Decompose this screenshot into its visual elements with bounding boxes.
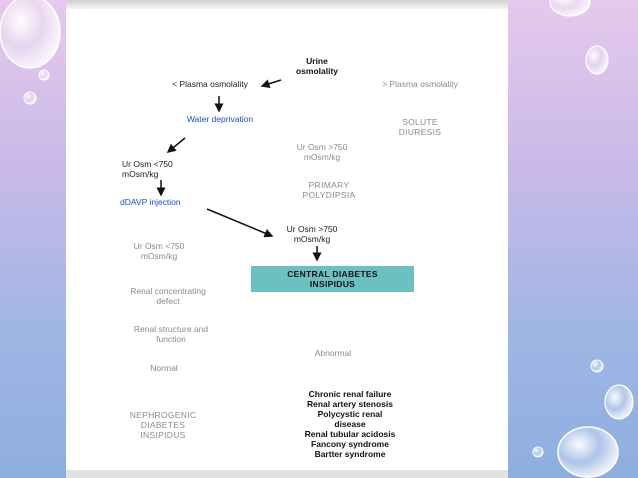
ur-osm-gt-750-a: Ur Osm >750 mOsm/kg [296, 142, 348, 162]
slide-top-bar [66, 0, 508, 9]
solute-diuresis-label: SOLUTE DIURESIS [398, 117, 442, 137]
slide-bottom-bar [66, 470, 508, 478]
ur-osm-lt-750-a: Ur Osm <750 mOsm/kg [122, 159, 173, 179]
arrow-to-less-than [260, 79, 282, 89]
renal-structure-function-label: Renal structure and function [133, 324, 209, 344]
ur-osm-gt-750-b: Ur Osm >750 mOsm/kg [286, 224, 338, 244]
water-deprivation-label: Water deprivation [186, 114, 254, 124]
bubble-right-bottom-icon [532, 359, 634, 478]
primary-polydipsia-label: PRIMARY POLYDIPSIA [302, 180, 356, 200]
central-di-box [251, 266, 414, 292]
ur-osm-lt-750-b: Ur Osm <750 mOsm/kg [133, 241, 185, 261]
less-than-plasma-label: < Plasma osmolality [172, 79, 248, 89]
central-di-label: CENTRAL DIABETES INSIPIDUS [287, 269, 378, 289]
urine-osmolality-label: Urine osmolality [295, 56, 339, 76]
arrow-to-ur-osm-gt-b [206, 208, 274, 238]
slide-canvas [66, 0, 508, 478]
bubble-right-top-icon [549, 0, 609, 75]
arrow-to-ur-osm-lt-a [166, 137, 186, 153]
renal-concentrating-defect-label: Renal concentrating defect [130, 286, 206, 306]
nephrogenic-di-label: NEPHROGENIC DIABETES INSIPIDUS [129, 410, 197, 440]
ddavp-injection-label: dDAVP injection [120, 197, 181, 207]
renal-causes-list: Chronic renal failure Renal artery steno… [304, 389, 396, 459]
bubble-left-small-icon [23, 69, 50, 105]
abnormal-label: Abnormal [314, 348, 352, 358]
normal-label: Normal [150, 363, 178, 373]
greater-than-plasma-label: > Plasma osmolality [382, 79, 458, 89]
bubble-left-large-icon [0, 0, 61, 69]
